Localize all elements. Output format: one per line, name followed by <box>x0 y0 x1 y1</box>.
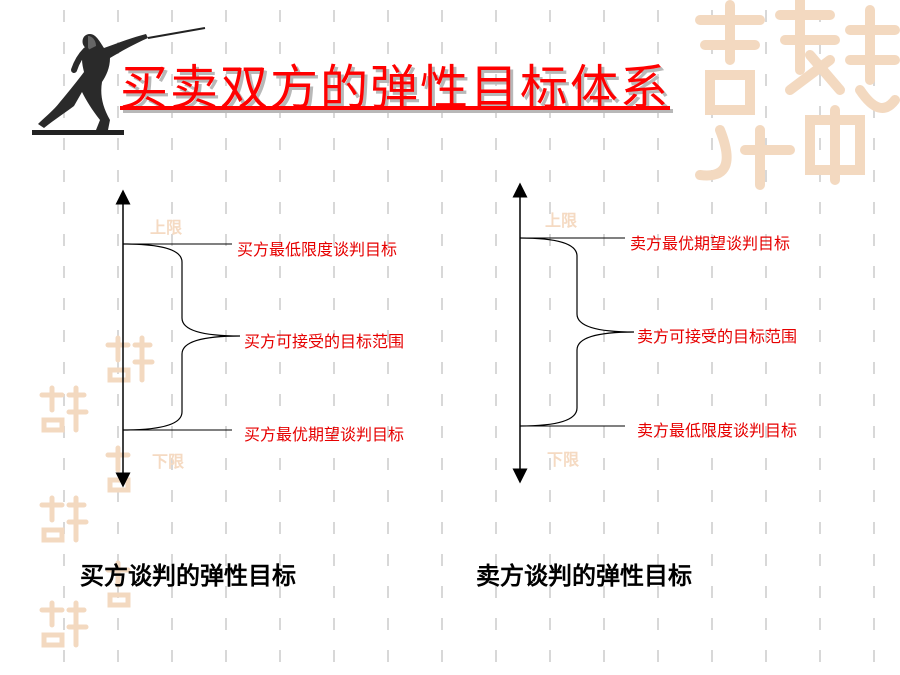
seller-caption: 卖方谈判的弹性目标 <box>476 562 692 590</box>
buyer-caption: 买方谈判的弹性目标 <box>80 562 296 590</box>
buyer-top-label: 买方最低限度谈判目标 <box>237 240 398 259</box>
buyer-brace <box>122 243 241 431</box>
seller-top-label: 卖方最优期望谈判目标 <box>630 234 791 253</box>
seller-brace <box>519 237 635 427</box>
buyer-upper-bound: 上限 <box>150 218 183 237</box>
seller-lower-bound: 下限 <box>547 450 580 469</box>
buyer-middle-label: 买方可接受的目标范围 <box>244 332 405 351</box>
fencer-icon <box>32 27 206 135</box>
slide-title: 买卖双方的弹性目标体系 <box>120 60 671 116</box>
buyer-bottom-label: 买方最优期望谈判目标 <box>244 425 405 444</box>
seller-bottom-label: 卖方最低限度谈判目标 <box>637 421 798 440</box>
seller-middle-label: 卖方可接受的目标范围 <box>637 327 798 346</box>
buyer-lower-bound: 下限 <box>152 452 185 471</box>
seal-watermark-icon <box>695 0 900 190</box>
seller-upper-bound: 上限 <box>545 211 578 230</box>
